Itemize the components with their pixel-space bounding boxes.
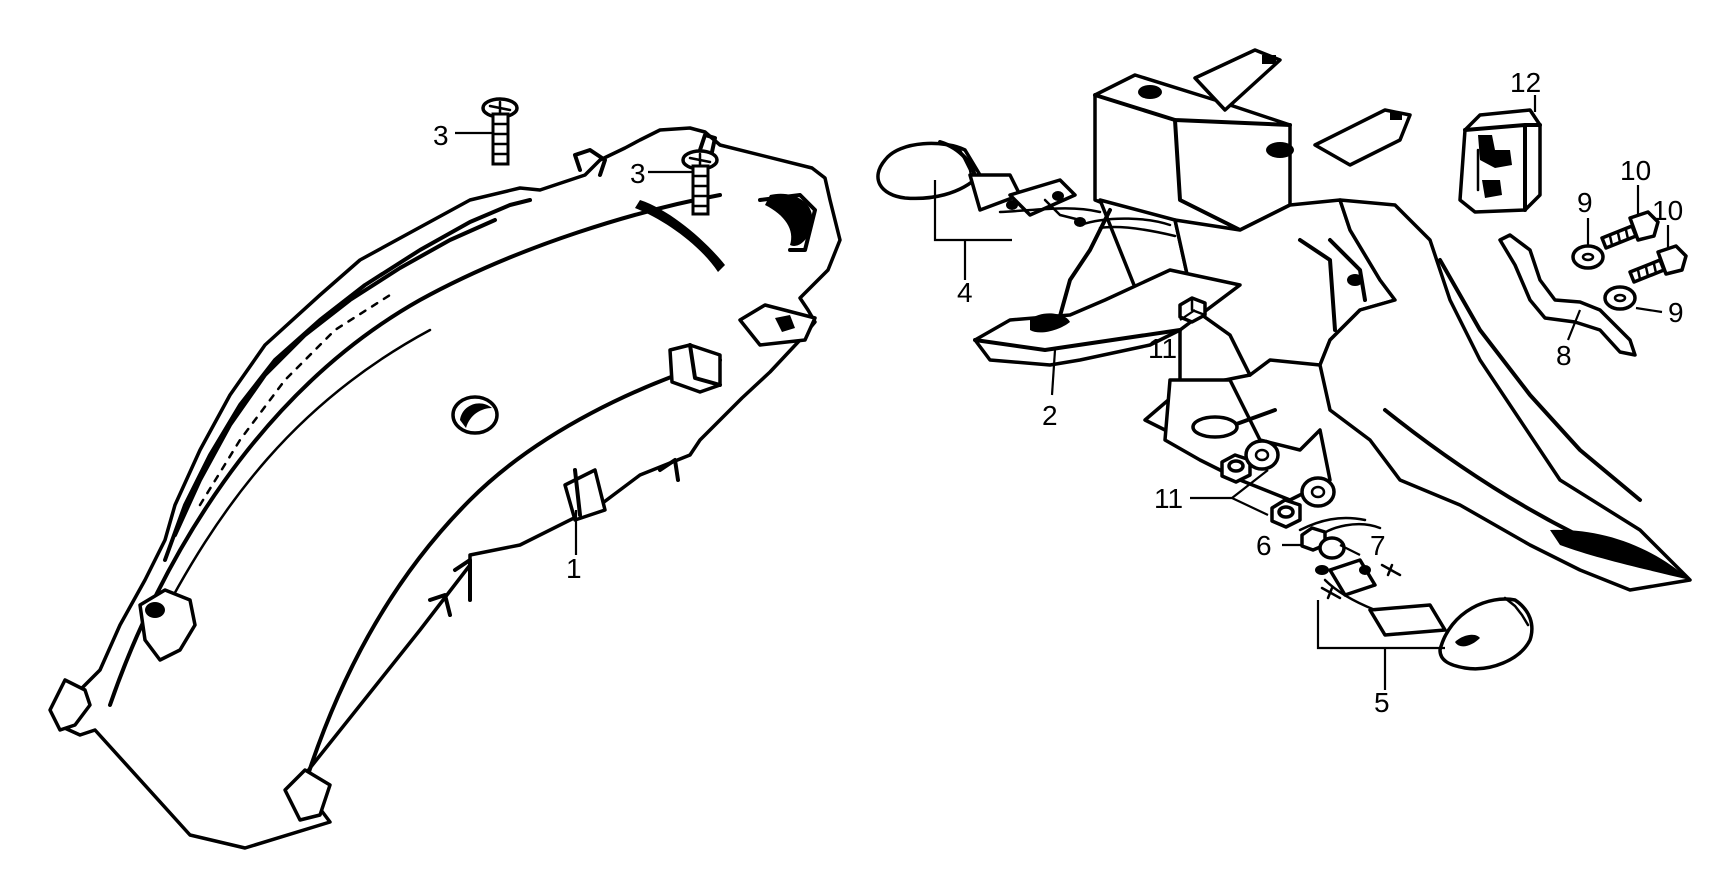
small-screw bbox=[1320, 563, 1402, 600]
callout-6: 6 bbox=[1256, 530, 1272, 561]
bolt-10-upper bbox=[1600, 210, 1660, 250]
callout-11-upper: 11 bbox=[1148, 333, 1177, 364]
leader-2 bbox=[1050, 349, 1057, 396]
callout-11-lower: 11 bbox=[1154, 483, 1183, 514]
leader-4 bbox=[933, 180, 1012, 280]
callout-10-lower: 10 bbox=[1652, 195, 1683, 226]
leader-11b bbox=[1190, 469, 1269, 516]
callout-9-lower: 9 bbox=[1668, 297, 1684, 328]
callout-10-upper: 10 bbox=[1620, 155, 1651, 186]
screw-right bbox=[681, 149, 719, 216]
screw-left bbox=[481, 97, 519, 166]
washer-9-upper bbox=[1571, 244, 1605, 270]
callout-4: 4 bbox=[957, 277, 973, 308]
callout-2: 2 bbox=[1042, 400, 1058, 431]
leader-8 bbox=[1566, 309, 1582, 341]
callout-8: 8 bbox=[1556, 340, 1572, 371]
leader-7 bbox=[1339, 544, 1361, 556]
leader-lines bbox=[455, 95, 1670, 690]
leader-5 bbox=[1316, 600, 1445, 690]
washer-7 bbox=[1318, 536, 1346, 560]
washer-9-lower bbox=[1603, 285, 1637, 311]
reflector bbox=[1458, 108, 1542, 214]
washer-b bbox=[1300, 476, 1336, 508]
leader-11a bbox=[1179, 309, 1196, 321]
callout-labels: 1 2 3 3 4 5 6 7 8 9 9 10 10 11 11 12 bbox=[433, 67, 1684, 718]
callout-1: 1 bbox=[566, 553, 582, 584]
rear-fender bbox=[48, 126, 842, 850]
callout-3-left: 3 bbox=[433, 120, 449, 151]
callout-9-upper: 9 bbox=[1577, 187, 1593, 218]
nut-11-a bbox=[1220, 453, 1252, 484]
callout-3-right: 3 bbox=[630, 158, 646, 189]
plate-bracket bbox=[1498, 233, 1637, 357]
rear-frame-bracket bbox=[973, 48, 1692, 592]
callout-5: 5 bbox=[1374, 687, 1390, 718]
turn-signal-right bbox=[1298, 516, 1534, 671]
nut-11-b bbox=[1270, 498, 1302, 529]
turn-signal-left bbox=[876, 140, 1102, 227]
washer-a bbox=[1244, 439, 1280, 471]
callout-12: 12 bbox=[1510, 67, 1541, 98]
callout-7: 7 bbox=[1370, 530, 1386, 561]
bolt-10-lower bbox=[1628, 244, 1688, 284]
leader-9b bbox=[1635, 306, 1663, 314]
